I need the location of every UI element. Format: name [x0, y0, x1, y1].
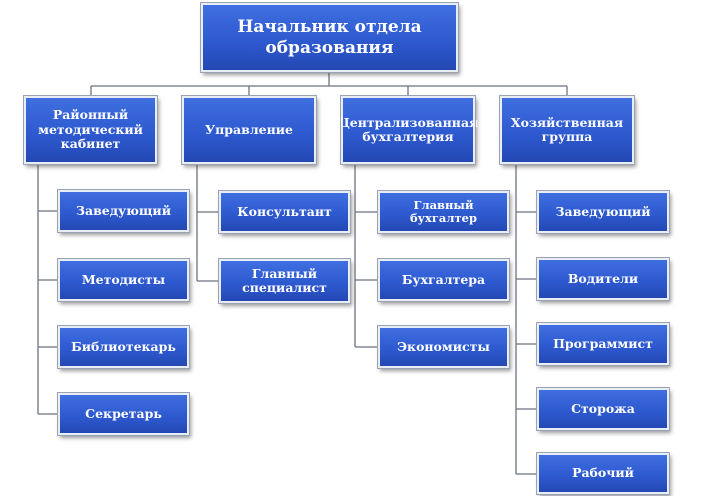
- staff-node: Программист: [536, 322, 670, 366]
- staff-node: Главный бухгалтер: [377, 190, 510, 234]
- staff-node: Сторожа: [536, 387, 670, 431]
- staff-node: Библиотекарь: [57, 325, 190, 369]
- staff-node: Водители: [536, 257, 670, 301]
- dept-node-accounting: Централизованная бухгалтерия: [338, 95, 478, 165]
- dept-node-maintenance-group: Хозяйственная группа: [499, 95, 635, 165]
- dept-node-methodical-office: Районный методический кабинет: [23, 95, 158, 165]
- staff-node: Секретарь: [57, 392, 190, 436]
- staff-node: Экономисты: [377, 325, 510, 369]
- staff-node: Консультант: [218, 190, 351, 234]
- staff-node: Главный специалист: [218, 258, 351, 304]
- root-node: Начальник отдела образования: [200, 2, 459, 73]
- staff-node: Рабочий: [536, 452, 670, 495]
- dept-node-management: Управление: [181, 95, 317, 165]
- staff-node: Методисты: [57, 258, 190, 302]
- staff-node: Бухгалтера: [377, 258, 510, 302]
- staff-node: Заведующий: [536, 190, 670, 234]
- staff-node: Заведующий: [57, 189, 190, 233]
